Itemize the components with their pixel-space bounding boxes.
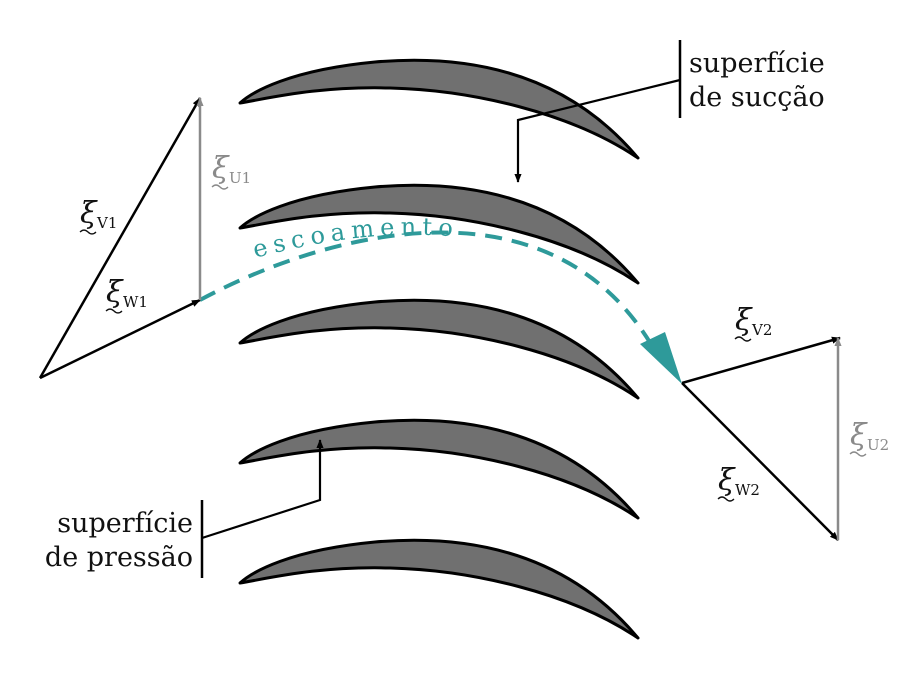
- label-w2-tilde: [717, 496, 735, 502]
- suction-label-line1: superfície: [689, 48, 825, 79]
- label-w1: ξ W1: [105, 275, 148, 314]
- label-w1-xi: ξ: [106, 275, 124, 310]
- label-w2: ξ W2: [717, 463, 760, 502]
- vector-labels: ξ V1 ξ W1 ξ U1 ξ V2 ξ W2 ξ U2: [79, 151, 889, 502]
- vector-v2: [681, 336, 841, 385]
- flow-arrow: escoamento: [199, 213, 682, 384]
- pressure-leader-arrow: [201, 439, 324, 540]
- label-u2-tilde: [849, 451, 867, 457]
- outlet-velocity-triangle: [681, 336, 842, 541]
- blade-5: [238, 538, 640, 640]
- blade-cascade: [238, 58, 640, 640]
- suction-label-line2: de sucção: [689, 82, 825, 113]
- vector-w2: [681, 382, 839, 541]
- pressure-surface-callout: superfície de pressão: [45, 439, 324, 578]
- blade-4: [238, 418, 640, 520]
- pressure-label-line1: superfície: [57, 508, 193, 539]
- inlet-velocity-triangle: [38, 97, 204, 380]
- label-v1-sub: V1: [96, 214, 117, 232]
- vector-w1: [39, 298, 201, 380]
- flow-arrowhead: [640, 332, 682, 384]
- label-u2-xi: ξ: [850, 418, 868, 453]
- vector-v1: [38, 97, 202, 379]
- label-u1-tilde: [211, 184, 229, 190]
- label-v1-tilde: [79, 229, 97, 235]
- label-u1-xi: ξ: [212, 151, 230, 186]
- suction-leader-arrow: [514, 78, 681, 183]
- label-w2-sub: W2: [735, 481, 760, 499]
- blade-1: [238, 58, 640, 160]
- label-u1: ξ U1: [211, 151, 251, 190]
- label-w1-sub: W1: [123, 293, 148, 311]
- label-v2-tilde: [734, 336, 752, 342]
- label-w1-tilde: [105, 308, 123, 314]
- label-v1-xi: ξ: [80, 196, 98, 231]
- label-v2-sub: V2: [751, 321, 772, 339]
- suction-surface-callout: superfície de sucção: [514, 40, 825, 183]
- label-v2: ξ V2: [734, 303, 772, 342]
- label-u1-sub: U1: [229, 169, 251, 187]
- blade-2: [238, 183, 640, 285]
- flow-dashed-line: [199, 230, 662, 361]
- label-u2-sub: U2: [867, 436, 889, 454]
- label-w2-xi: ξ: [718, 463, 736, 498]
- blade-3: [238, 298, 640, 400]
- label-u2: ξ U2: [849, 418, 889, 457]
- pressure-label-line2: de pressão: [45, 542, 193, 573]
- label-v1: ξ V1: [79, 196, 117, 235]
- label-v2-xi: ξ: [735, 303, 753, 338]
